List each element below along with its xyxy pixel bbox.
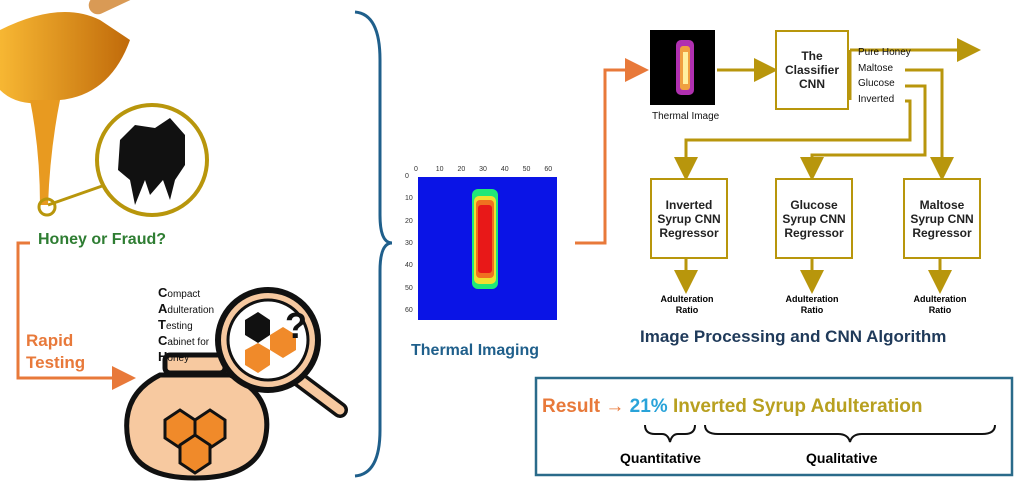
classifier-cnn-box: The Classifier CNN	[775, 30, 849, 110]
y-tick-label: 0	[405, 173, 409, 180]
magnifying-glass-icon: ?	[215, 287, 348, 418]
pipeline-arrows	[674, 38, 981, 294]
ratio-line: Adulteration	[785, 294, 839, 304]
catch-initial: C	[158, 333, 168, 348]
x-tick-label: 20	[457, 166, 466, 173]
y-tick-label: 20	[405, 217, 413, 225]
x-tick-label: 50	[522, 166, 531, 173]
thermal-heatmap	[418, 177, 557, 320]
catch-word: Adulteration	[158, 302, 214, 318]
catch-rest: dulteration	[167, 305, 215, 316]
y-tick-label: 50	[405, 284, 413, 292]
y-tick-label: 30	[405, 240, 413, 248]
catch-rest: abinet for	[167, 337, 210, 348]
catch-word: Compact	[158, 286, 214, 302]
rapid-testing-arrow	[16, 241, 136, 390]
rapid-line: Rapid	[26, 331, 74, 350]
ratio-line: Ratio	[928, 305, 952, 315]
honey-dipper-icon	[0, 0, 172, 205]
ratio-line: Adulteration	[660, 294, 714, 304]
ratio-line: Ratio	[675, 305, 699, 315]
catch-rest: oney	[167, 353, 190, 364]
x-tick-label: 10	[435, 166, 444, 173]
y-tick-label: 40	[405, 262, 413, 270]
result-braces	[644, 424, 996, 443]
maltose-regressor-box: Maltose Syrup CNN Regressor	[903, 178, 981, 259]
output-maltose: Maltose	[858, 62, 894, 74]
thermal-image-icon	[650, 30, 715, 105]
x-tick-label: 30	[479, 166, 487, 173]
curly-brace	[354, 10, 393, 478]
output-inverted: Inverted	[858, 93, 895, 105]
honeycomb-magnifier-icon	[37, 103, 209, 217]
inverted-regressor-box: Inverted Syrup CNN Regressor	[650, 178, 728, 259]
catch-initial: H	[158, 349, 168, 364]
y-tick-label: 10	[405, 195, 413, 203]
result-label: Result	[542, 396, 601, 417]
thermal-imaging-label: Thermal Imaging	[411, 342, 540, 359]
result-percent: 21%	[629, 396, 668, 417]
result-box	[534, 376, 1014, 477]
classifier-outputs: Pure Honey Maltose Glucose Inverted	[858, 45, 911, 107]
catch-word: Honey	[158, 350, 214, 366]
honey-jar-icon	[124, 352, 270, 481]
qualitative-label: Qualitative	[806, 450, 878, 466]
catch-initial: C	[158, 285, 168, 300]
catch-initial: T	[158, 317, 166, 332]
thermal-image-label: Thermal Image	[652, 111, 720, 122]
thermal-arrow	[575, 58, 649, 245]
output-glucose: Glucose	[858, 78, 895, 89]
result-line: Result → 21% Inverted Syrup Adulteration	[542, 396, 922, 418]
x-tick-label: 60	[544, 166, 553, 173]
ratio-line: Ratio	[800, 305, 824, 315]
output-pure-honey: Pure Honey	[858, 47, 911, 58]
svg-text:?: ?	[285, 305, 307, 346]
testing-line: Testing	[26, 353, 86, 372]
quantitative-label: Quantitative	[620, 450, 701, 466]
x-tick-label: 0	[414, 166, 418, 173]
catch-initial: A	[158, 301, 168, 316]
arrow-icon: →	[605, 396, 625, 417]
rapid-testing-label: Rapid Testing	[26, 330, 85, 374]
catch-word: Cabinet for	[158, 334, 214, 350]
heatmap-red-region	[478, 205, 492, 273]
catch-word: Testing	[158, 318, 214, 334]
catch-rest: esting	[165, 321, 193, 332]
ratio-line: Adulteration	[913, 294, 967, 304]
glucose-regressor-box: Glucose Syrup CNN Regressor	[775, 178, 853, 259]
result-type: Inverted Syrup Adulteration	[672, 396, 923, 417]
catch-rest: ompact	[167, 289, 201, 300]
honey-or-fraud-label: Honey or Fraud?	[38, 231, 167, 248]
algorithm-title: Image Processing and CNN Algorithm	[640, 327, 947, 346]
y-tick-label: 60	[405, 307, 413, 315]
x-tick-label: 40	[500, 166, 509, 173]
